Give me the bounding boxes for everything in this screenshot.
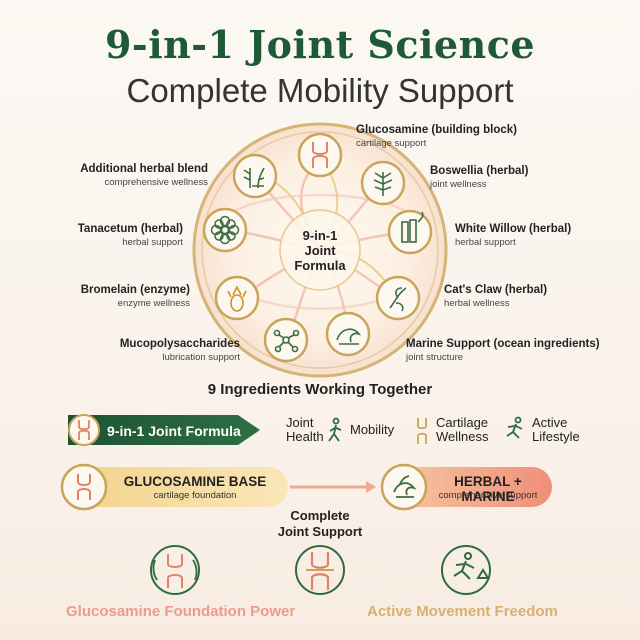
knee-joint-icon	[77, 474, 91, 500]
bottom-middle-badge	[295, 545, 345, 595]
ingredient-sub: joint wellness	[430, 179, 487, 190]
formula-arrow-label: 9-in-1 Joint Formula	[107, 423, 241, 439]
node-mucopolysaccharides	[263, 317, 309, 363]
ingredient-name: Cat's Claw (herbal)	[444, 284, 548, 296]
node-glucosamine	[297, 132, 343, 178]
glucosamine-base-badge	[60, 463, 108, 511]
ingredient-sub: joint structure	[406, 352, 464, 363]
ingredient-sub: comprehensive wellness	[104, 177, 209, 188]
knee-joint-icon	[78, 420, 90, 440]
ingredient-name: Glucosamine (building block)	[356, 124, 518, 136]
vine-icon	[389, 287, 407, 312]
ingredient-sub: lubrication support	[162, 352, 240, 363]
center-label-1: 9-in-1	[303, 228, 338, 243]
node-herbal-blend	[232, 153, 278, 199]
ingredient-label-cats-claw: Cat's Claw (herbal) herbal wellness	[444, 284, 547, 310]
knee-joint-icon	[312, 142, 328, 168]
bottom-caption-left: Glucosamine Foundation Power	[66, 603, 296, 620]
ingredient-name: Mucopolysaccharides	[119, 338, 240, 350]
benefit-line: Health	[286, 429, 324, 444]
flower-icon	[210, 215, 240, 245]
ingredient-label-marine: Marine Support (ocean ingredients) joint…	[406, 338, 600, 364]
benefit-line: Cartilage	[436, 415, 489, 430]
herbal-marine-badge	[380, 463, 428, 511]
willow-bark-icon	[401, 211, 424, 243]
ingredient-label-herbal-blend: Additional herbal blend comprehensive we…	[40, 163, 208, 189]
ingredient-sub: enzyme wellness	[117, 298, 190, 309]
benefit-line: Mobility	[350, 422, 395, 437]
connector-line-2: Joint Support	[277, 524, 363, 539]
herbal-marine-title: HERBAL + MARINE	[454, 474, 522, 504]
ingredient-label-bromelain: Bromelain (enzyme) enzyme wellness	[40, 284, 190, 310]
node-white-willow	[387, 209, 433, 255]
bottom-left-badge	[150, 545, 200, 595]
pineapple-icon	[227, 285, 247, 312]
center-label-3: Formula	[294, 258, 346, 273]
benefit-cartilage-wellness: Cartilage Wellness	[436, 416, 489, 444]
benefit-joint-health: Joint Health	[286, 416, 324, 444]
bottom-right-badge	[441, 545, 491, 595]
ingredient-label-white-willow: White Willow (herbal) herbal support	[455, 223, 571, 249]
ingredient-name: Additional herbal blend	[80, 163, 208, 175]
ingredient-name: White Willow (herbal)	[455, 223, 572, 235]
bottom-caption-right: Active Movement Freedom	[367, 603, 558, 620]
ingredient-name: Tanacetum (herbal)	[77, 223, 183, 235]
node-boswellia	[360, 160, 406, 206]
center-hub	[279, 209, 361, 291]
herb-blend-icon	[243, 167, 265, 189]
page-title: 9-in-1 Joint Science	[104, 22, 536, 67]
benefit-line: Joint	[286, 415, 314, 430]
swirl-lines	[224, 157, 411, 341]
ingredient-name: Boswellia (herbal)	[430, 165, 529, 177]
knee-rotation-icon	[167, 554, 183, 588]
node-marine	[325, 311, 371, 357]
node-tanacetum	[202, 207, 248, 253]
ingredient-name: Marine Support (ocean ingredients)	[406, 338, 600, 350]
herb-wave-icon	[393, 475, 417, 498]
ingredient-sub: herbal wellness	[444, 298, 510, 309]
molecule-icon	[273, 329, 300, 353]
herbal-marine-sub: comprehensive support	[438, 490, 538, 501]
ingredient-label-mucopolysaccharides: Mucopolysaccharides lubrication support	[60, 338, 240, 364]
ingredient-label-tanacetum: Tanacetum (herbal) herbal support	[40, 223, 183, 249]
ingredient-label-glucosamine: Glucosamine (building block) cartilage s…	[356, 124, 517, 150]
glucosamine-base-sub: cartilage foundation	[153, 490, 237, 501]
benefit-active-lifestyle: Active Lifestyle	[532, 416, 580, 444]
connector-label: Complete Joint Support	[255, 508, 385, 540]
node-cats-claw	[375, 275, 421, 321]
healthy-knee-icon	[310, 552, 330, 590]
ingredient-name: Bromelain (enzyme)	[80, 284, 190, 296]
benefit-line: Wellness	[436, 429, 489, 444]
wheel-inner-ring	[201, 131, 439, 369]
benefit-line: Lifestyle	[532, 429, 580, 444]
cartilage-icon	[417, 418, 427, 444]
formula-arrow-badge	[68, 414, 100, 446]
glucosamine-base-title: GLUCOSAMINE BASE	[123, 474, 267, 489]
active-runner-icon	[453, 552, 490, 580]
ingredient-sub: cartilage support	[356, 138, 427, 149]
running-person-icon	[506, 416, 523, 439]
ingredient-sub: herbal support	[122, 237, 183, 248]
center-label-2: Joint	[304, 243, 336, 258]
benefit-mobility: Mobility	[350, 423, 394, 437]
leaf-icon	[373, 172, 393, 196]
page-subtitle: Complete Mobility Support	[126, 72, 514, 109]
benefit-line: Active	[532, 415, 568, 430]
section-title: 9 Ingredients Working Together	[207, 381, 433, 398]
connector-line-1: Complete	[290, 508, 350, 523]
wave-icon	[336, 328, 362, 345]
walking-person-icon	[328, 417, 342, 442]
ingredient-sub: herbal support	[455, 237, 516, 248]
node-bromelain	[214, 275, 260, 321]
ingredient-label-boswellia: Boswellia (herbal) joint wellness	[430, 165, 528, 191]
